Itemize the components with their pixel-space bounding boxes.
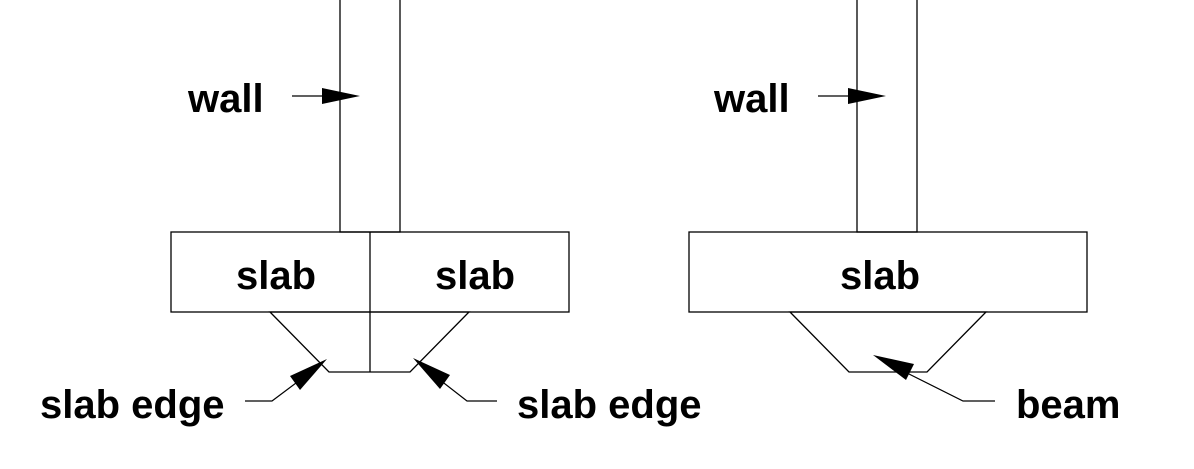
beam-label: beam bbox=[1016, 383, 1121, 427]
slab-label: slab bbox=[236, 254, 316, 298]
arrow-icon bbox=[413, 358, 450, 389]
slab-edge-label: slab edge bbox=[40, 383, 225, 427]
wall-label: wall bbox=[187, 77, 264, 121]
arrow-icon bbox=[873, 355, 914, 380]
arrow-icon bbox=[322, 88, 360, 104]
arrow-icon bbox=[848, 88, 886, 104]
wall-label: wall bbox=[713, 77, 790, 121]
left-detail: wall slab slab slab edge slab edge bbox=[40, 0, 702, 427]
slab-label: slab bbox=[435, 254, 515, 298]
beam-leader bbox=[904, 371, 995, 402]
slab-edge-leader bbox=[439, 379, 497, 402]
slab-edge-label: slab edge bbox=[517, 383, 702, 427]
left-wall bbox=[339, 0, 401, 233]
slab-label: slab bbox=[840, 254, 920, 298]
arrow-icon bbox=[290, 359, 327, 390]
slab-edge-leader bbox=[245, 379, 301, 402]
right-slab bbox=[688, 231, 1088, 313]
right-detail: wall slab beam bbox=[688, 0, 1121, 427]
right-wall bbox=[856, 0, 918, 233]
